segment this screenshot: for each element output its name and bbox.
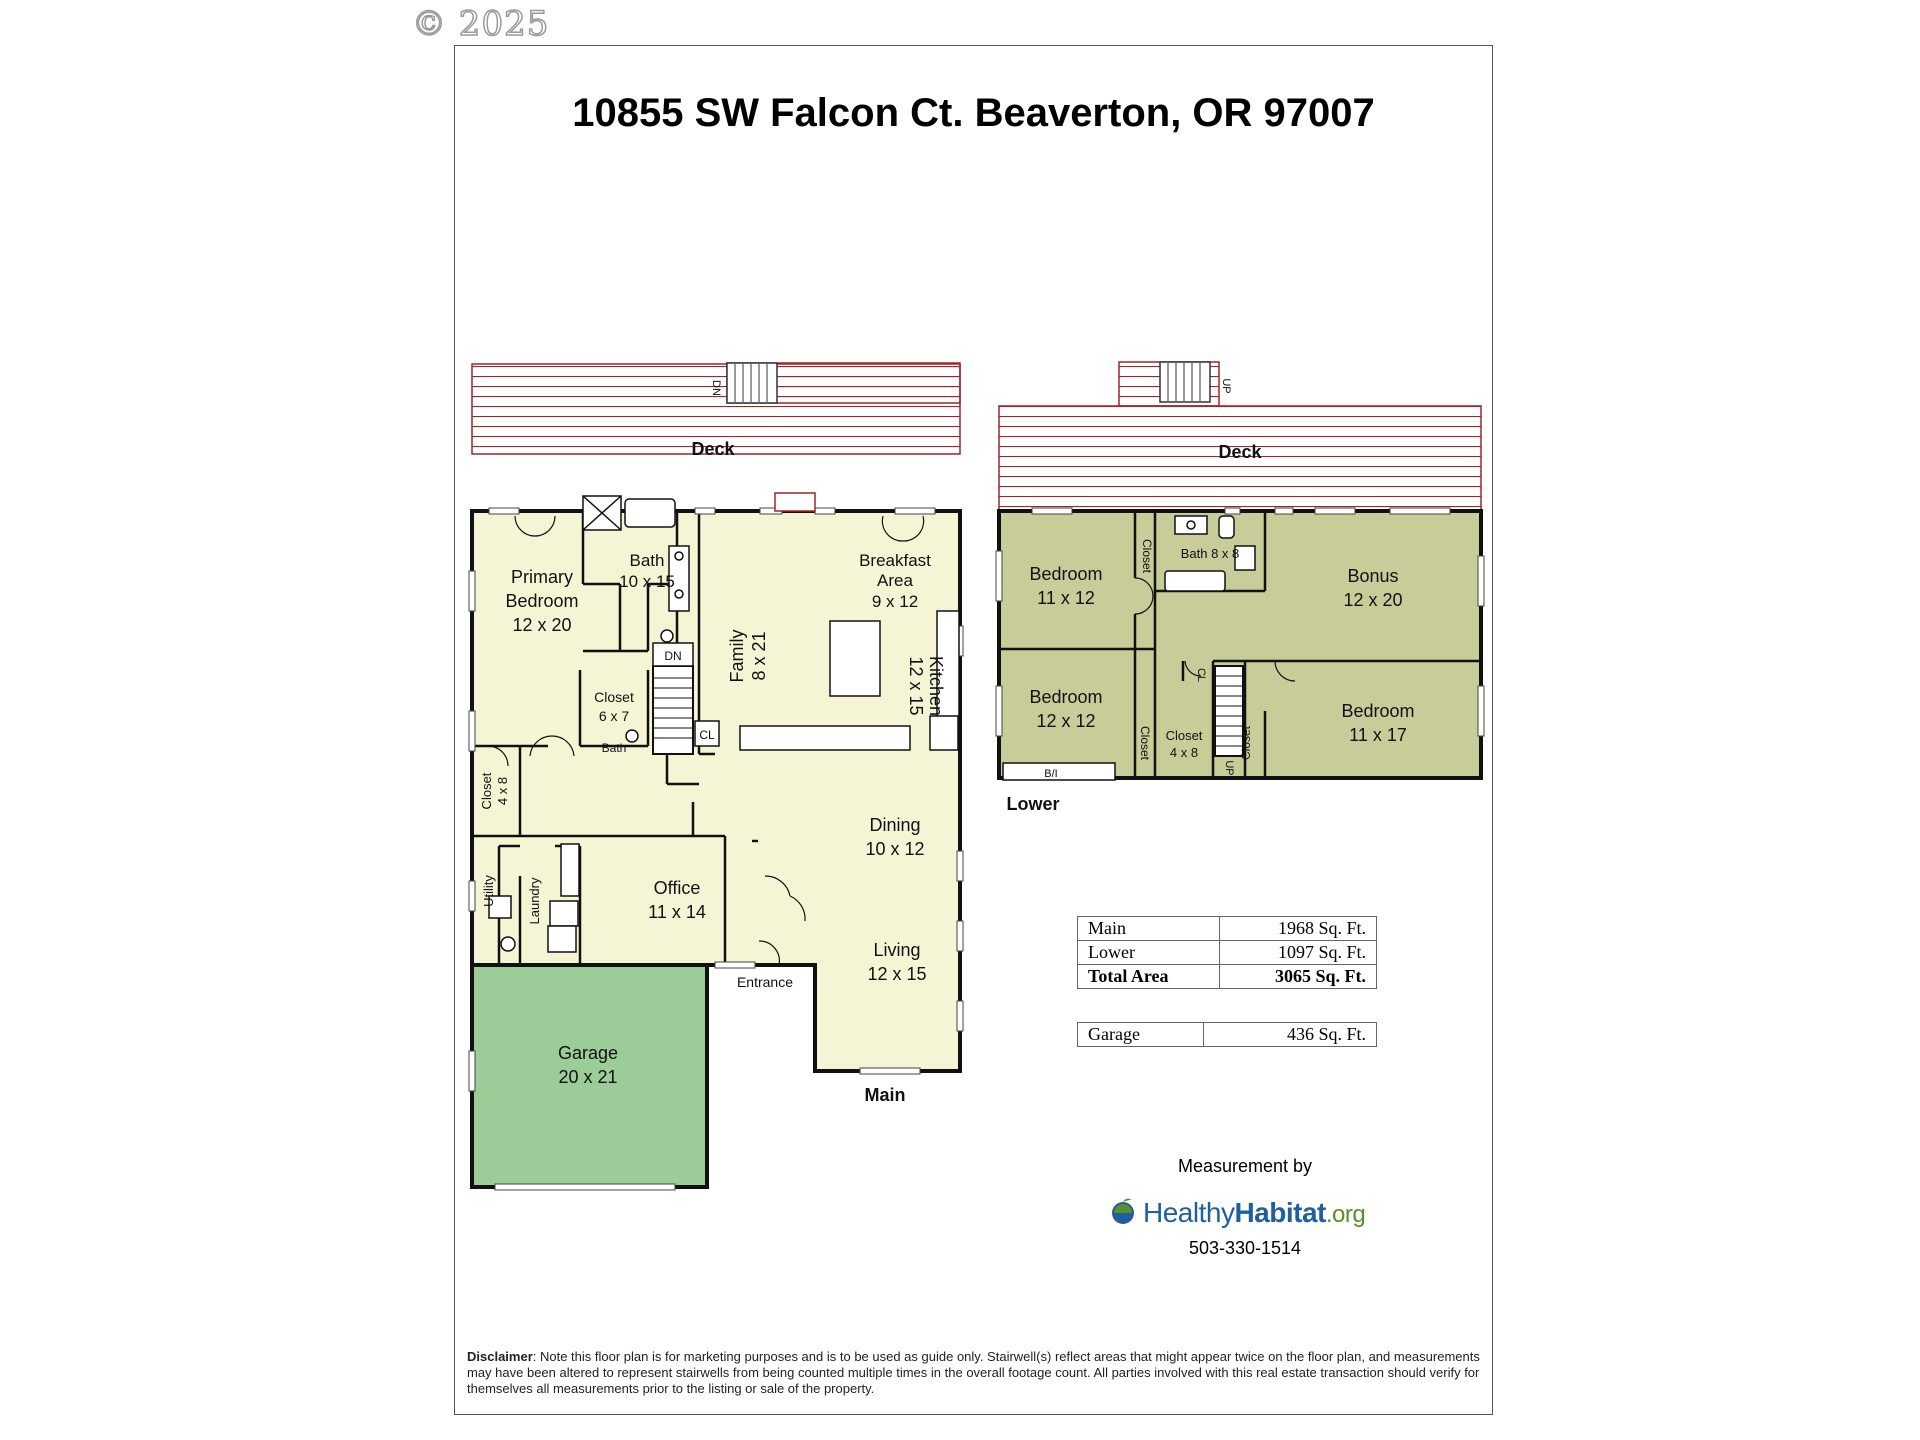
floor-plan-sheet: 10855 SW Falcon Ct. Beaverton, OR 97007 …	[454, 45, 1493, 1415]
half-bath-label: Bath	[602, 741, 627, 755]
main-closet-4x8-size: 4 x 8	[495, 777, 510, 805]
living-size: 12 x 15	[867, 964, 926, 984]
main-closet-4x8-label: Closet	[479, 772, 494, 809]
main-interior-stairs	[652, 642, 720, 755]
office-label: Office	[654, 878, 701, 898]
lower-deck-stair-label: UP	[1220, 378, 1232, 393]
fireplace	[774, 492, 816, 512]
globe-icon	[1112, 1198, 1134, 1224]
bonus-label: Bonus	[1347, 566, 1398, 586]
phone-number: 503-330-1514	[1188, 1238, 1302, 1258]
lower-deck	[998, 405, 1482, 512]
lower-closet-4x8-label: Closet	[1166, 728, 1203, 743]
disclaimer-lead: Disclaimer	[467, 1349, 533, 1364]
table-row: Total Area 3065 Sq. Ft.	[1076, 964, 1377, 989]
lower-closet-b-label: Closet	[1138, 726, 1152, 761]
laundry-label: Laundry	[527, 877, 542, 924]
lower-doors	[1134, 577, 1296, 682]
main-windows	[468, 507, 964, 1191]
area-label: Lower	[1076, 940, 1221, 965]
measurement-by-text: Measurement by	[1177, 1156, 1313, 1176]
kitchen-size: 12 x 15	[906, 656, 926, 715]
lower-closet-c-label: Closet	[1239, 725, 1253, 760]
utility-label: Utility	[481, 875, 496, 907]
main-doors	[487, 515, 925, 966]
lower-bath-fixtures	[1002, 515, 1256, 781]
garage-area-table: Garage 436 Sq. Ft.	[1076, 1022, 1377, 1047]
area-summary-table: Main 1968 Sq. Ft. Lower 1097 Sq. Ft. Tot…	[1076, 916, 1377, 989]
dining-label: Dining	[869, 815, 920, 835]
area-value: 1968 Sq. Ft.	[1219, 916, 1377, 941]
logo-text-org: .org	[1325, 1201, 1366, 1228]
lower-room-labels: Bedroom 11 x 12 Closet Bath 8 x 8 Bonus …	[1006, 539, 1414, 814]
healthy-habitat-logo: HealthyHabitat.org	[1107, 1194, 1367, 1234]
living-label: Living	[873, 940, 920, 960]
breakfast-size: 9 x 12	[872, 592, 918, 611]
lower-windows	[995, 507, 1485, 737]
closet-6x7-size: 6 x 7	[599, 708, 630, 724]
lower-closet-4x8-size: 4 x 8	[1170, 745, 1198, 760]
breakfast-label-2: Area	[877, 571, 913, 590]
kitchen-fixtures	[739, 610, 960, 751]
lower-bath-label: Bath 8 x 8	[1181, 546, 1240, 561]
table-row: Main 1968 Sq. Ft.	[1076, 916, 1377, 941]
main-bath-label: Bath	[630, 551, 665, 570]
lower-level-label: Lower	[1006, 794, 1059, 814]
main-deck-stairs	[726, 362, 778, 404]
family-label: Family	[727, 630, 747, 683]
bedroom-11x12-size: 11 x 12	[1037, 588, 1095, 608]
bonus-size: 12 x 20	[1343, 590, 1402, 610]
area-label: Main	[1076, 916, 1221, 941]
garage-label: Garage	[558, 1043, 618, 1063]
floor-plan-drawing: DN Deck	[468, 361, 1485, 1191]
area-value: 3065 Sq. Ft.	[1219, 964, 1377, 989]
dining-size: 10 x 12	[865, 839, 924, 859]
main-level-label: Main	[864, 1085, 905, 1105]
lower-deck-label: Deck	[1218, 442, 1262, 462]
main-room-labels: Primary Bedroom 12 x 20 Bath 10 x 15 Fam…	[479, 551, 946, 1105]
main-stair-dn-label: DN	[664, 649, 681, 663]
area-value: 1097 Sq. Ft.	[1219, 940, 1377, 965]
lower-interior-stairs	[1214, 665, 1244, 757]
area-label: Total Area	[1076, 964, 1221, 989]
lower-level: UP Deck	[995, 361, 1485, 814]
lower-stair-up-label: UP	[1223, 760, 1235, 775]
bedroom-12x12-label: Bedroom	[1029, 687, 1102, 707]
garage-size: 20 x 21	[558, 1067, 617, 1087]
lower-deck-stairs	[1159, 361, 1211, 403]
primary-bedroom-label-1: Primary	[511, 567, 573, 587]
main-bath-fixtures	[488, 495, 690, 953]
main-cl-label: CL	[699, 728, 715, 742]
office-size: 11 x 14	[648, 902, 706, 922]
logo-text-healthy: Healthy	[1143, 1197, 1235, 1228]
table-row: Garage 436 Sq. Ft.	[1076, 1022, 1377, 1047]
bedroom-12x12-size: 12 x 12	[1036, 711, 1095, 731]
bedroom-11x17-label: Bedroom	[1341, 701, 1414, 721]
kitchen-label: Kitchen	[926, 656, 946, 716]
closet-6x7-label: Closet	[594, 689, 634, 705]
main-level: DN Deck	[468, 362, 964, 1191]
primary-bedroom-label-2: Bedroom	[505, 591, 578, 611]
logo-text-habitat: Habitat	[1234, 1197, 1326, 1228]
garage-area-label: Garage	[1076, 1022, 1205, 1047]
copyright-watermark: © 2025	[411, 3, 550, 45]
breakfast-label-1: Breakfast	[859, 551, 931, 570]
main-deck-label: Deck	[691, 439, 735, 459]
main-deck-stair-label: DN	[710, 380, 722, 396]
table-row: Lower 1097 Sq. Ft.	[1076, 940, 1377, 965]
built-in-label: B/I	[1044, 768, 1057, 780]
primary-bedroom-size: 12 x 20	[512, 615, 571, 635]
bedroom-11x12-label: Bedroom	[1029, 564, 1102, 584]
property-address-title: 10855 SW Falcon Ct. Beaverton, OR 97007	[572, 91, 1375, 135]
family-size: 8 x 21	[749, 631, 769, 680]
disclaimer-body: : Note this floor plan is for marketing …	[467, 1349, 1480, 1396]
entrance-label: Entrance	[737, 974, 793, 990]
bedroom-11x17-size: 11 x 17	[1349, 725, 1407, 745]
garage-area-value: 436 Sq. Ft.	[1203, 1022, 1377, 1047]
disclaimer-text: Disclaimer: Note this floor plan is for …	[467, 1349, 1482, 1397]
lower-cl-label: CL	[1195, 668, 1207, 682]
lower-closet-a-label: Closet	[1140, 539, 1154, 574]
main-bath-size: 10 x 15	[619, 572, 675, 591]
